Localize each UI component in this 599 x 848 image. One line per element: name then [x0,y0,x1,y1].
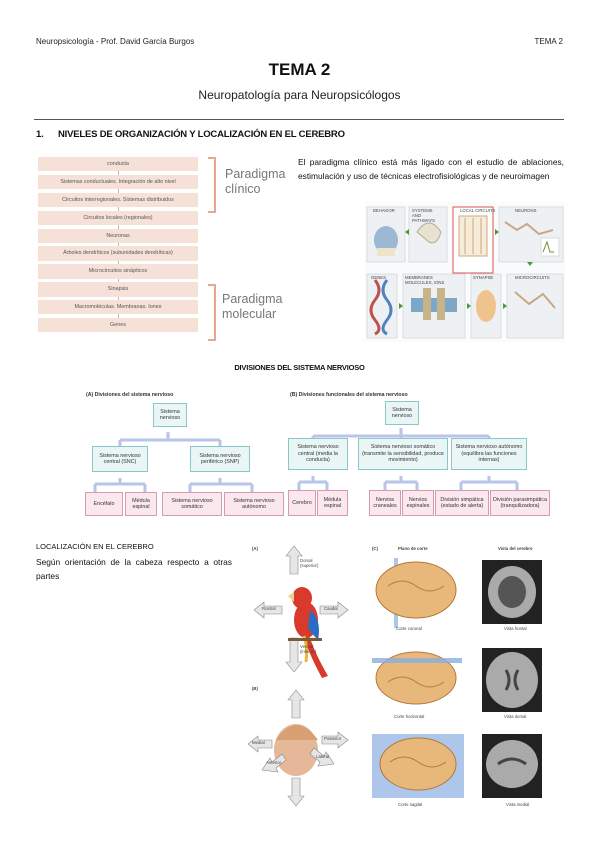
level-connector [118,171,119,176]
divB-simpatica: División simpática (estado de alerta) [435,490,489,516]
fig3-label-c: (C) [372,546,378,551]
fig1-label-behavior: BEHAVIOR [373,208,395,213]
divA-somatico: Sistema nervioso somático [162,492,222,516]
page-title: TEMA 2 [268,60,331,79]
header-right: TEMA 2 [534,37,563,46]
brain-planes-illustration [372,558,542,798]
level-connector [118,314,119,319]
levels-illustration [365,202,565,342]
divB-espinales: Nervios espinales [402,490,434,516]
fig3-medial: Medial [252,740,265,745]
localization-heading: LOCALIZACIÓN EN EL CEREBRO [36,542,154,551]
paragraph-clinical: El paradigma clínico está más ligado con… [298,157,564,181]
fig3-vista: Vista del cerebro [498,546,533,551]
paradigm-clinical-line2: clínico [225,182,261,196]
fig1-label-neurons: NEURONS [515,208,537,213]
level-item: Microcircuitos sinápticos [38,264,198,283]
fig1-label-synapse: SYNAPSE [473,275,494,280]
divB-somatico: Sistema nervioso somático (transmite la … [358,438,448,470]
levels-figure: BEHAVIOR SYSTEMS AND PATHWAYS LOCAL CIRC… [365,202,565,342]
level-item: Sinapsis [38,282,198,301]
divA-snc: Sistema nervioso central (SNC) [92,446,148,472]
paradigm-molecular: Paradigma molecular [222,292,282,322]
level-connector [118,242,119,247]
fig3-anterior: Anterior [266,760,282,765]
level-item: Macromoléculas. Membranas. Iones [38,300,198,319]
level-item: conducta [38,157,198,176]
divA-root: Sistema nervioso [153,403,187,427]
divB-root: Sistema nervioso [385,401,419,425]
fig3-caudal: Caudal [324,606,338,611]
figure-caption-divisions: DIVISIONES DEL SISTEMA NERVIOSO [234,363,365,372]
level-connector [118,207,119,212]
divA-autonomo: Sistema nervioso autónomo [224,492,284,516]
divA-medula: Médula espinal [125,492,157,516]
page-subtitle: Neuropatología para Neuropsicólogos [198,88,401,102]
fig3-plano: Plano de corte [398,546,428,551]
level-connector [118,260,119,265]
level-connector [118,296,119,301]
level-item: Circuitos interregionales. Sistemas dist… [38,192,198,212]
paradigm-molecular-line2: molecular [222,307,277,321]
level-connector [118,224,119,229]
divB-cerebro: Cerebro [288,490,316,516]
bracket-molecular [208,284,216,341]
fig3-dorsal: Dorsal (superior) [300,558,319,568]
divB-label: (B) Divisiones funcionales del sistema n… [290,392,408,398]
divA-connectors [93,432,254,492]
fig3-frontal: Vista frontal [504,626,527,631]
level-item: Circuitos locales (regionales) [38,210,198,229]
fig1-label-systems: SYSTEMS AND PATHWAYS [412,208,435,223]
fig3-label-b: (B) [252,686,258,691]
fig3-medial-view: Vista medial [506,802,530,807]
fig1-label-microcircuits: MICROCIRCUITS [515,275,550,280]
level-item: Genes [38,318,198,333]
fig3-horizontal: Corte horizontal [394,714,425,719]
paradigm-clinical: Paradigma clínico [225,167,285,197]
divB-central: Sistema nervioso central (media la condu… [288,438,348,470]
divB-craneales: Nervios craneales [369,490,401,516]
divB-autonomo: Sistema nervioso autónomo (equilibra las… [451,438,527,470]
localization-text: Según orientación de la cabeza respecto … [36,557,232,581]
section-title: NIVELES DE ORGANIZACIÓN Y LOCALIZACIÓN E… [58,129,345,140]
level-item: Sistemas conductuales. Integración de al… [38,174,198,194]
fig3-ventral: Ventral (inferior) [300,644,316,654]
level-connector [118,189,119,194]
level-item: Árboles dendríticos (subunidades dendrít… [38,246,198,265]
orientation-illustration [248,545,349,807]
fig1-label-local: LOCAL CIRCUITS [460,208,496,213]
paradigm-clinical-line1: Paradigma [225,167,286,181]
section-number: 1. [36,129,44,140]
fig1-label-membranes: MEMBRANES MOLECULES, IONS [405,275,445,285]
level-connector [118,278,119,283]
fig3-posterior: Posterior [324,736,342,741]
paradigm-molecular-line1: Paradigma [222,292,283,306]
divB-parasimpatica: División parasimpática (tranquilizadora) [490,490,550,516]
fig3-dorsal-view: Vista dorsal [504,714,527,719]
level-item: Neuronas [38,228,198,247]
divA-label: (A) Divisiones del sistema nervioso [86,392,174,398]
divB-medula: Médula espinal [317,490,348,516]
orientation-figure: (A) (B) (C) Dorsal (superior) Ventral (i… [248,540,566,812]
bracket-clinical [208,157,216,213]
section-heading: 1. NIVELES DE ORGANIZACIÓN Y LOCALIZACIÓN… [36,129,345,140]
fig3-lateral: Lateral [316,754,330,759]
divider [34,119,564,120]
header-left: Neuropsicología - Prof. David García Bur… [36,37,195,46]
fig3-label-a: (A) [252,546,258,551]
fig3-rostral: Rostral [262,606,276,611]
fig1-label-genes: GENES [371,275,387,280]
divA-snp: Sistema nervioso periférico (SNP) [190,446,250,472]
divA-encefalo: Encéfalo [85,492,123,516]
fig3-coronal: Corte coronal [396,626,422,631]
fig3-sagital: Corte sagital [398,802,423,807]
